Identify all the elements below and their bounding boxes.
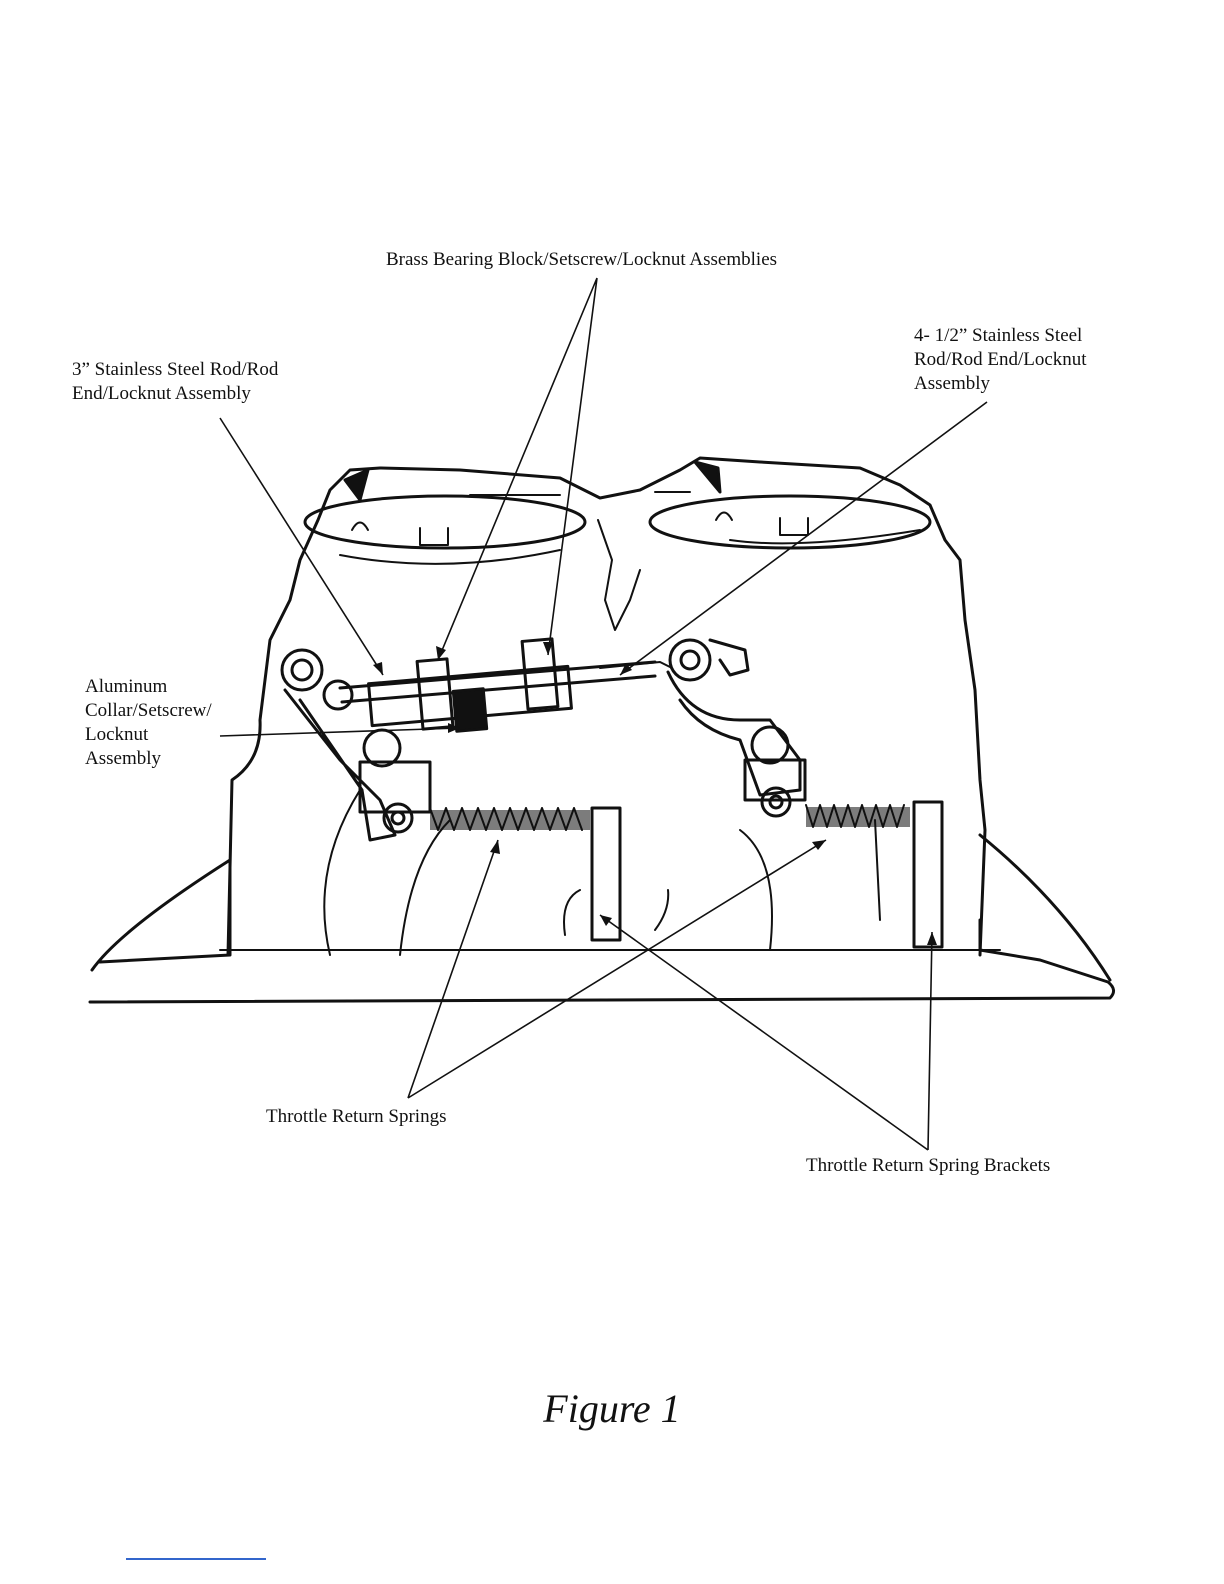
- bottom-link-underline[interactable]: [126, 1558, 266, 1560]
- figure-caption: Figure 1: [0, 1385, 1224, 1432]
- left-throttle-bore: [305, 496, 585, 548]
- right-return-spring: [806, 805, 910, 827]
- aluminum-collar-label: Aluminum Collar/Setscrew/ Locknut Assemb…: [85, 675, 212, 771]
- linkage-shaft: [340, 639, 672, 731]
- left-return-spring: [430, 808, 590, 830]
- left-choke-tab: [345, 470, 368, 500]
- spring-brackets-label: Throttle Return Spring Brackets: [806, 1154, 1050, 1178]
- rod-3in-label: 3” Stainless Steel Rod/Rod End/Locknut A…: [72, 358, 278, 406]
- right-throttle-bore: [650, 496, 930, 548]
- leader-lines: [220, 278, 987, 1150]
- arrowheads: [373, 642, 937, 945]
- right-spring-bracket: [914, 802, 942, 947]
- right-throttle-lever: [668, 640, 805, 816]
- return-springs-label: Throttle Return Springs: [266, 1105, 446, 1129]
- base-plate: [90, 920, 1114, 1002]
- right-choke-tab: [695, 462, 720, 492]
- rod-4-half-label: 4- 1/2” Stainless Steel Rod/Rod End/Lock…: [914, 324, 1087, 396]
- carburetor-body: [228, 458, 985, 955]
- base-right-flange: [980, 835, 1110, 980]
- aluminum-collar: [453, 689, 486, 731]
- base-left-flange: [92, 860, 230, 970]
- left-throttle-lever: [282, 650, 430, 840]
- brass-bearing-label: Brass Bearing Block/Setscrew/Locknut Ass…: [386, 248, 777, 272]
